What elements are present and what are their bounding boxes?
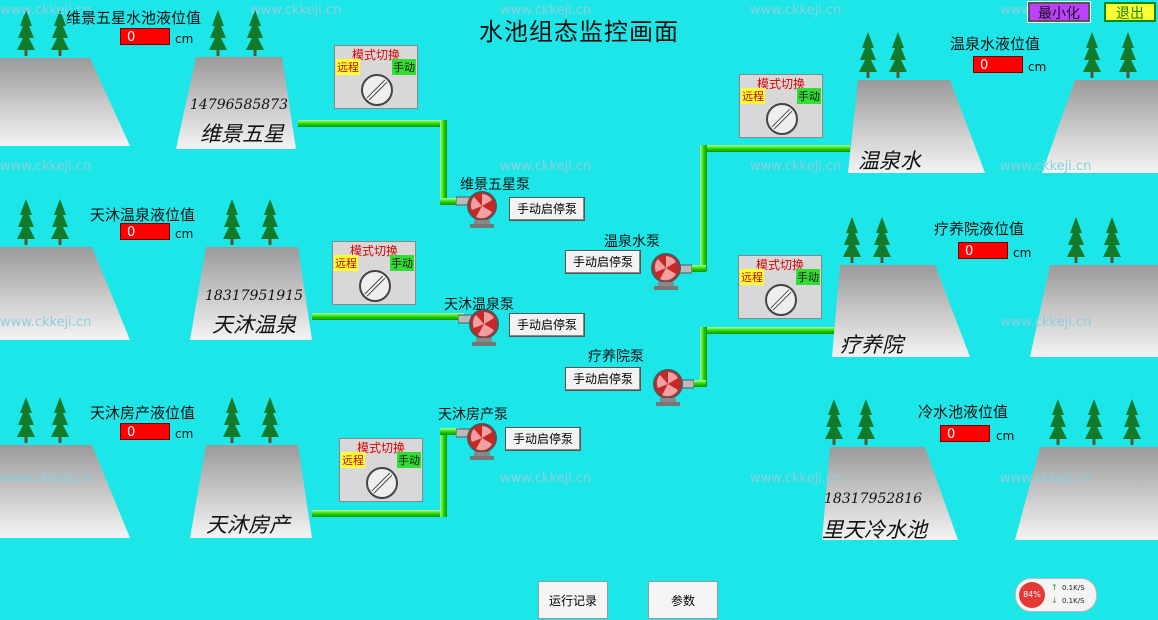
watermark-text: www.ckkeji.cn bbox=[0, 471, 92, 486]
level-unit: cm bbox=[996, 429, 1015, 443]
pipes bbox=[298, 120, 850, 517]
manual-pump-button-wenquan[interactable]: 手动启停泵 bbox=[565, 250, 641, 274]
pump-label-tianmu-fc: 天沐房产泵 bbox=[438, 407, 508, 423]
pool-name-tianmu-wq: 天沐温泉 bbox=[212, 313, 296, 337]
watermark-text: www.ckkeji.cn bbox=[250, 3, 342, 18]
pump-icon[interactable] bbox=[640, 250, 692, 290]
pump-icon[interactable] bbox=[456, 422, 508, 462]
mode-switch-wenquan[interactable]: 模式切换 远程 手动 bbox=[739, 74, 823, 138]
pump-icon[interactable] bbox=[642, 366, 694, 406]
level-label-lengshui: 冷水池液位值 bbox=[918, 403, 1009, 421]
watermark-text: www.ckkeji.cn bbox=[750, 159, 842, 174]
mode-switch-title: 模式切换 bbox=[756, 77, 805, 91]
mode-switch-title: 模式切换 bbox=[356, 441, 405, 455]
memory-percent: 84% bbox=[1019, 582, 1045, 608]
mode-manual-label: 手动 bbox=[392, 59, 416, 75]
manual-pump-button-weijing[interactable]: 手动启停泵 bbox=[509, 197, 585, 221]
pool-name-lengshui: 里天冷水池 bbox=[822, 518, 927, 542]
level-value-liaoyang: 0 bbox=[958, 242, 1008, 259]
rotary-knob-icon[interactable] bbox=[358, 269, 392, 303]
mode-manual-label: 手动 bbox=[397, 452, 421, 468]
mode-manual-label: 手动 bbox=[796, 269, 820, 285]
rotary-knob-icon[interactable] bbox=[360, 73, 394, 107]
pool-name-tianmu-fc: 天沐房产 bbox=[206, 513, 290, 537]
manual-pump-button-tianmu-fc[interactable]: 手动启停泵 bbox=[505, 427, 581, 451]
run-records-button[interactable]: 运行记录 bbox=[538, 581, 608, 619]
minimize-button[interactable]: 最小化 bbox=[1027, 1, 1091, 23]
rotary-knob-icon[interactable] bbox=[764, 283, 798, 317]
pump-icon[interactable] bbox=[456, 190, 508, 230]
manual-pump-button-liaoyang[interactable]: 手动启停泵 bbox=[565, 367, 641, 391]
mode-remote-label: 远程 bbox=[740, 269, 764, 285]
watermark-text: www.ckkeji.cn bbox=[500, 159, 592, 174]
level-label-wenquan: 温泉水液位值 bbox=[950, 35, 1041, 53]
mode-manual-label: 手动 bbox=[390, 255, 414, 271]
mountains bbox=[0, 57, 1158, 540]
pump-label-weijing: 维景五星泵 bbox=[460, 177, 530, 193]
upload-arrow-icon: ↑ bbox=[1051, 583, 1058, 592]
level-value-lengshui: 0 bbox=[940, 425, 990, 442]
download-speed: 0.1K/S bbox=[1062, 597, 1085, 605]
watermark-text: www.ckkeji.cn bbox=[1000, 471, 1092, 486]
mode-remote-label: 远程 bbox=[334, 255, 358, 271]
level-value-tianmu-fc: 0 bbox=[120, 423, 170, 440]
level-label-weijing: 维景五星水池液位值 bbox=[66, 9, 202, 27]
mode-remote-label: 远程 bbox=[336, 59, 360, 75]
network-speed-widget[interactable]: 84% ↑ 0.1K/S ↓ 0.1K/S bbox=[1015, 578, 1097, 612]
mode-switch-liaoyang[interactable]: 模式切换 远程 手动 bbox=[738, 255, 822, 319]
pump-label-wenquan: 温泉水泵 bbox=[604, 234, 660, 250]
pump-label-liaoyang: 疗养院泵 bbox=[588, 349, 644, 365]
level-label-tianmu-fc: 天沐房产液位值 bbox=[90, 404, 196, 422]
pump-icon[interactable] bbox=[458, 308, 510, 348]
mode-remote-label: 远程 bbox=[341, 452, 365, 468]
level-label-liaoyang: 疗养院液位值 bbox=[934, 220, 1025, 238]
mode-switch-tianmu-wq[interactable]: 模式切换 远程 手动 bbox=[332, 241, 416, 305]
mode-manual-label: 手动 bbox=[797, 88, 821, 104]
pool-phone-lengshui: 18317952816 bbox=[824, 491, 922, 507]
watermark-text: www.ckkeji.cn bbox=[750, 471, 842, 486]
level-unit: cm bbox=[1013, 246, 1032, 260]
upload-speed: 0.1K/S bbox=[1062, 584, 1085, 592]
watermark-text: www.ckkeji.cn bbox=[500, 3, 592, 18]
level-value-weijing: 0 bbox=[120, 28, 170, 45]
pool-phone-weijing: 14796585873 bbox=[190, 97, 288, 113]
level-unit: cm bbox=[1028, 60, 1047, 74]
level-label-tianmu-wq: 天沐温泉液位值 bbox=[90, 206, 196, 224]
level-unit: cm bbox=[175, 32, 194, 46]
rotary-knob-icon[interactable] bbox=[765, 102, 799, 136]
watermark-text: www.ckkeji.cn bbox=[0, 159, 92, 174]
download-arrow-icon: ↓ bbox=[1051, 596, 1058, 605]
mode-switch-title: 模式切换 bbox=[349, 244, 398, 258]
watermark-text: www.ckkeji.cn bbox=[1000, 159, 1092, 174]
watermark-text: www.ckkeji.cn bbox=[0, 3, 92, 18]
watermark-text: www.ckkeji.cn bbox=[0, 315, 92, 330]
mode-remote-label: 远程 bbox=[741, 88, 765, 104]
page-title: 水池组态监控画面 bbox=[479, 18, 679, 46]
pool-phone-tianmu-wq: 18317951915 bbox=[205, 288, 303, 304]
level-unit: cm bbox=[175, 427, 194, 441]
watermark-text: www.ckkeji.cn bbox=[750, 3, 842, 18]
mode-switch-tianmu-fc[interactable]: 模式切换 远程 手动 bbox=[339, 438, 423, 502]
exit-button[interactable]: 退出 bbox=[1104, 2, 1156, 22]
pool-name-weijing: 维景五星 bbox=[200, 122, 284, 146]
level-unit: cm bbox=[175, 227, 194, 241]
watermark-text: www.ckkeji.cn bbox=[500, 471, 592, 486]
mode-switch-title: 模式切换 bbox=[351, 48, 400, 62]
parameters-button[interactable]: 参数 bbox=[648, 581, 718, 619]
pool-name-liaoyang: 疗养院 bbox=[840, 333, 903, 357]
manual-pump-button-tianmu-wq[interactable]: 手动启停泵 bbox=[509, 313, 585, 337]
level-value-tianmu-wq: 0 bbox=[120, 223, 170, 240]
pump-label-tianmu-wq: 天沐温泉泵 bbox=[444, 297, 514, 313]
watermark-text: www.ckkeji.cn bbox=[1000, 315, 1092, 330]
rotary-knob-icon[interactable] bbox=[365, 466, 399, 500]
pool-name-wenquan: 温泉水 bbox=[858, 149, 921, 173]
level-value-wenquan: 0 bbox=[973, 56, 1023, 73]
mode-switch-title: 模式切换 bbox=[755, 258, 804, 272]
mode-switch-weijing[interactable]: 模式切换 远程 手动 bbox=[334, 45, 418, 109]
